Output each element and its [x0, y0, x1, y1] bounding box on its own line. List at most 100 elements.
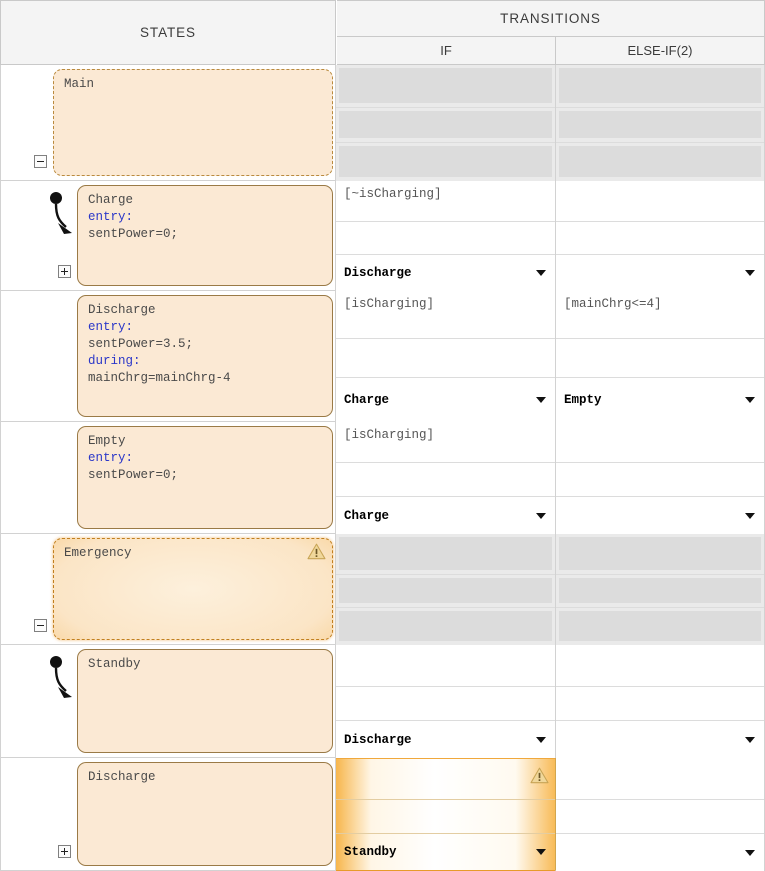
- transition-destination-if[interactable]: [336, 143, 555, 181]
- transition-destination-if[interactable]: Charge: [336, 378, 555, 422]
- transition-destination-elseif[interactable]: [556, 143, 764, 181]
- transition-action-elseif[interactable]: [556, 463, 764, 497]
- transition-destination-elseif[interactable]: [556, 721, 764, 758]
- state-name: Standby: [88, 657, 141, 671]
- transition-cell-if[interactable]: [isCharging] Charge: [336, 291, 556, 422]
- state-body: entry: sentPower=0;: [88, 210, 179, 241]
- transition-cell-if[interactable]: [isCharging] Charge: [336, 422, 556, 534]
- transition-condition-elseif[interactable]: [556, 422, 764, 463]
- transition-condition-if[interactable]: [~isCharging]: [336, 181, 555, 222]
- transition-destination-if[interactable]: Charge: [336, 497, 555, 534]
- transition-destination-elseif[interactable]: [556, 608, 764, 645]
- chevron-down-icon[interactable]: [536, 270, 546, 276]
- transition-destination-if[interactable]: Discharge: [336, 255, 555, 291]
- state-cell[interactable]: Main: [0, 65, 336, 181]
- transition-action-if[interactable]: [336, 222, 555, 255]
- transition-action-elseif[interactable]: [556, 800, 764, 834]
- chevron-down-icon[interactable]: [745, 849, 755, 856]
- transition-condition-elseif[interactable]: [556, 758, 764, 800]
- minus-box-icon[interactable]: [34, 155, 47, 168]
- chevron-down-icon[interactable]: [536, 736, 546, 743]
- transition-cell-elseif[interactable]: [556, 65, 765, 181]
- table-row: Main: [0, 65, 765, 181]
- state-name: Empty: [88, 434, 126, 448]
- state-cell[interactable]: Emergency: [0, 534, 336, 645]
- state-cell[interactable]: Charge entry: sentPower=0;: [0, 181, 336, 291]
- transition-destination-label: Discharge: [344, 732, 412, 747]
- chevron-down-icon[interactable]: [536, 512, 546, 519]
- state-name: Emergency: [64, 546, 132, 560]
- transition-cell-if[interactable]: Standby: [336, 758, 556, 871]
- transition-cell-elseif[interactable]: [556, 645, 765, 758]
- transition-action-if[interactable]: [336, 800, 555, 834]
- transition-condition-if[interactable]: [336, 65, 555, 108]
- plus-box-icon[interactable]: [58, 845, 71, 858]
- transition-condition-if[interactable]: [336, 645, 555, 687]
- transition-destination-if[interactable]: Standby: [336, 834, 555, 871]
- transition-action-if[interactable]: [336, 687, 555, 721]
- transition-cell-elseif[interactable]: [556, 758, 765, 871]
- chevron-down-icon[interactable]: [745, 397, 755, 403]
- state-box[interactable]: Charge entry: sentPower=0;: [77, 185, 333, 286]
- transition-condition-elseif[interactable]: [mainChrg<=4]: [556, 291, 764, 339]
- chevron-down-icon[interactable]: [745, 736, 755, 743]
- transition-cell-elseif[interactable]: [556, 534, 765, 645]
- column-header-elseif-label: ELSE-IF(2): [627, 43, 693, 58]
- transition-cell-if[interactable]: [~isCharging] Discharge: [336, 181, 556, 291]
- state-box[interactable]: Discharge: [77, 762, 333, 866]
- transition-destination-label: Empty: [564, 393, 602, 407]
- state-name: Main: [64, 77, 95, 91]
- transition-condition-elseif[interactable]: [556, 645, 764, 687]
- state-box[interactable]: Emergency: [53, 538, 333, 640]
- transition-action-elseif[interactable]: [556, 575, 764, 608]
- transition-action-elseif[interactable]: [556, 687, 764, 721]
- state-name: Charge: [88, 193, 134, 207]
- transition-cell-if[interactable]: [336, 65, 556, 181]
- transition-action-elseif[interactable]: [556, 339, 764, 378]
- state-box[interactable]: Standby: [77, 649, 333, 753]
- transition-destination-elseif[interactable]: [556, 255, 764, 291]
- transition-action-if[interactable]: [336, 339, 555, 378]
- state-body: entry: sentPower=3.5; during: mainChrg=m…: [88, 320, 231, 385]
- column-header-states-label: STATES: [140, 25, 196, 40]
- chevron-down-icon[interactable]: [536, 397, 546, 403]
- transition-action-if[interactable]: [336, 463, 555, 497]
- transition-condition-if[interactable]: [isCharging]: [336, 291, 555, 339]
- transition-cell-elseif[interactable]: [556, 422, 765, 534]
- transition-destination-if[interactable]: [336, 608, 555, 645]
- transition-condition-if[interactable]: [336, 758, 555, 800]
- transition-condition-if[interactable]: [336, 534, 555, 575]
- transition-action-elseif[interactable]: [556, 108, 764, 143]
- transition-cell-if[interactable]: [336, 534, 556, 645]
- state-cell[interactable]: Standby: [0, 645, 336, 758]
- column-header-if-label: IF: [440, 43, 452, 58]
- transition-destination-elseif[interactable]: [556, 834, 764, 871]
- transition-action-if[interactable]: [336, 575, 555, 608]
- minus-box-icon[interactable]: [34, 619, 47, 632]
- transition-destination-elseif[interactable]: [556, 497, 764, 534]
- transition-destination-elseif[interactable]: Empty: [556, 378, 764, 422]
- transition-cell-elseif[interactable]: [556, 181, 765, 291]
- transition-destination-if[interactable]: Discharge: [336, 721, 555, 758]
- transition-condition-elseif[interactable]: [556, 181, 764, 222]
- transition-condition-elseif[interactable]: [556, 65, 764, 108]
- transition-action-if[interactable]: [336, 108, 555, 143]
- chevron-down-icon[interactable]: [536, 849, 546, 855]
- transition-cell-elseif[interactable]: [mainChrg<=4] Empty: [556, 291, 765, 422]
- chevron-down-icon[interactable]: [745, 512, 755, 519]
- plus-box-icon[interactable]: [58, 265, 71, 278]
- transition-cell-if[interactable]: Discharge: [336, 645, 556, 758]
- transition-action-elseif[interactable]: [556, 222, 764, 255]
- state-cell[interactable]: Discharge: [0, 758, 336, 871]
- state-box[interactable]: Main: [53, 69, 333, 176]
- transition-condition-if[interactable]: [isCharging]: [336, 422, 555, 463]
- chevron-down-icon[interactable]: [745, 270, 755, 276]
- transition-condition-elseif[interactable]: [556, 534, 764, 575]
